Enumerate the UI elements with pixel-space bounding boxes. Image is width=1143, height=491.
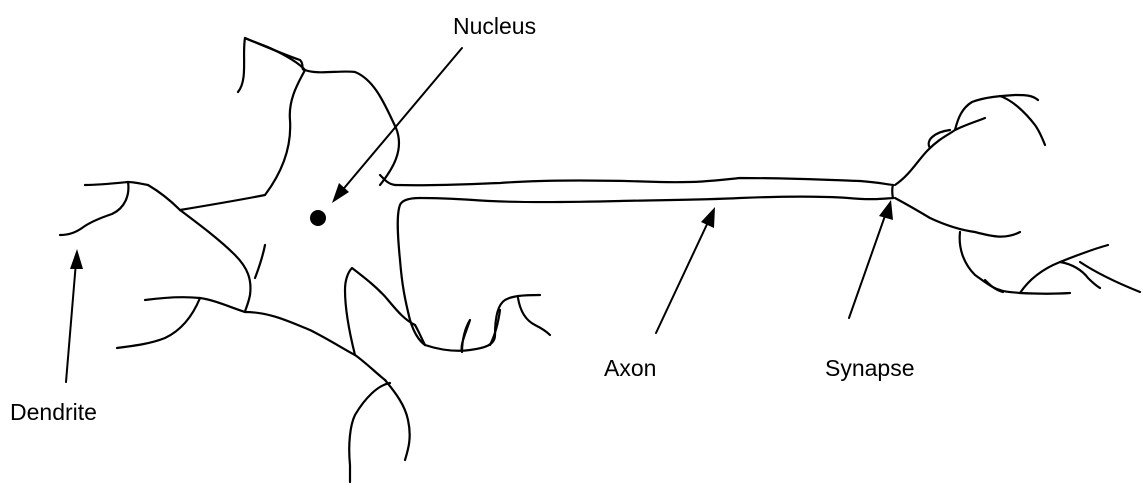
dendrite-arrow-line bbox=[66, 262, 76, 382]
soma-top-branch bbox=[245, 38, 399, 185]
axon-arrow-line bbox=[656, 220, 709, 333]
dendrite-arrowhead bbox=[70, 249, 83, 269]
nucleus-dot bbox=[310, 210, 326, 226]
dendrite-left-tip bbox=[60, 182, 128, 235]
terminal-lower-contour bbox=[895, 198, 1020, 237]
dendrite-label: Dendrite bbox=[10, 399, 97, 425]
terminal-upper-contour bbox=[895, 118, 985, 185]
axon-arrowhead bbox=[701, 207, 715, 228]
axon-lower-dendrite-tip bbox=[462, 320, 470, 352]
nucleus-arrow-line bbox=[340, 48, 462, 193]
axon-terminal bbox=[892, 95, 1140, 294]
dendrite-upper-left bbox=[85, 182, 180, 210]
terminal-right-tip bbox=[1080, 262, 1140, 292]
terminal-small-squiggle bbox=[985, 280, 1003, 292]
synapse-gap bbox=[892, 185, 893, 198]
axon-lower-dendrite bbox=[425, 295, 540, 351]
synapse-arrowhead bbox=[879, 200, 893, 220]
axon-label: Axon bbox=[604, 355, 656, 381]
soma-inner-lower-branch bbox=[345, 268, 415, 355]
synapse-pointer bbox=[849, 200, 893, 318]
synapse-arrow-line bbox=[849, 213, 886, 318]
axon bbox=[395, 178, 893, 352]
dendrite-lower-left bbox=[117, 298, 200, 348]
dendrite-pointer bbox=[66, 249, 83, 382]
axon-bottom-contour bbox=[420, 197, 893, 203]
axon-left-lower-wrap bbox=[398, 198, 425, 345]
synapse-label: Synapse bbox=[825, 355, 915, 381]
dendrite-bottom-branch bbox=[385, 380, 410, 460]
dendrite-bottom-branch-left bbox=[349, 383, 390, 482]
axon-top-contour bbox=[395, 178, 893, 185]
cell-body bbox=[60, 38, 415, 482]
soma-lower-left-contour bbox=[145, 210, 250, 312]
soma-left-notch bbox=[255, 245, 265, 278]
soma-bottom-contour bbox=[245, 312, 385, 380]
axon-lower-dendrite-right bbox=[518, 298, 550, 335]
terminal-lower-far-branch bbox=[1060, 262, 1100, 288]
terminal-upper-branch-tip bbox=[1000, 96, 1045, 145]
terminal-lower-right-branch bbox=[1020, 245, 1108, 293]
terminal-lower-branch bbox=[960, 232, 1070, 294]
nucleus-label: Nucleus bbox=[453, 13, 536, 39]
soma-upper-left-contour bbox=[180, 38, 305, 210]
axon-pointer bbox=[656, 207, 715, 333]
